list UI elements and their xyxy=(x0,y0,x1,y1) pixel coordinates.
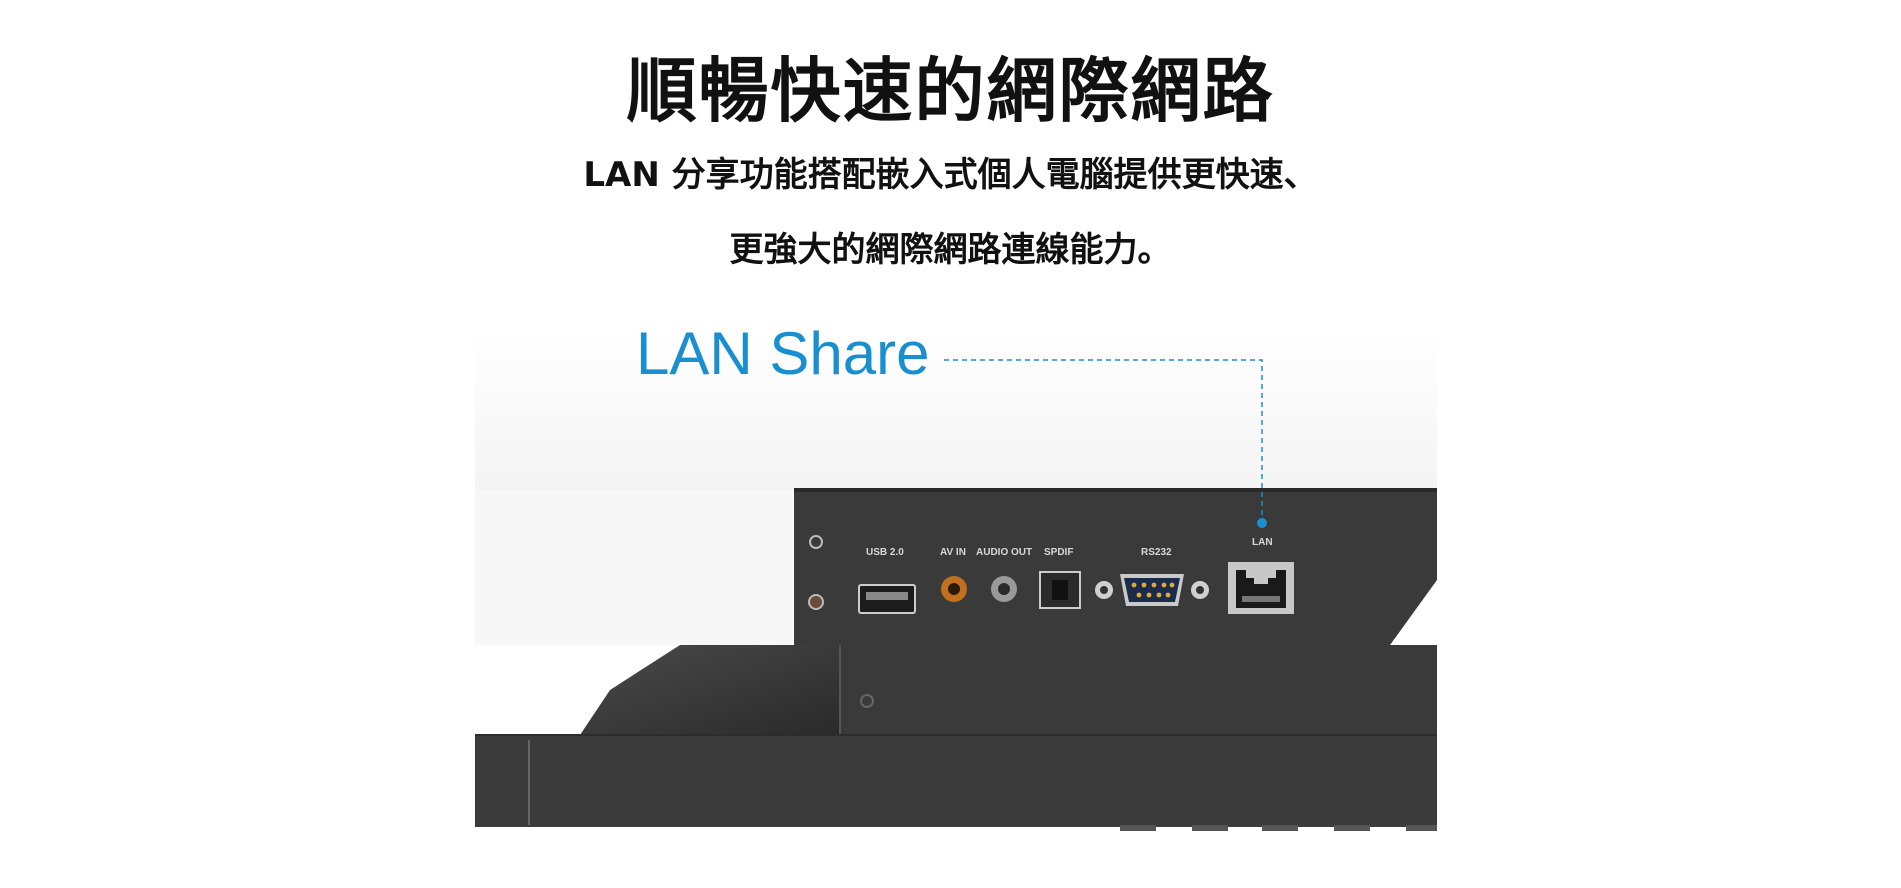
lan-label: LAN xyxy=(1252,537,1273,548)
lan-port-icon xyxy=(1228,562,1294,614)
av-in-jack-icon xyxy=(941,576,967,602)
foot xyxy=(1262,825,1298,831)
lan-share-callout: LAN Share xyxy=(636,320,930,387)
indicator-jack xyxy=(808,594,824,610)
foot xyxy=(1334,825,1370,831)
middle-block xyxy=(840,645,1437,737)
subtitle-line-2: 更強大的網際網路連線能力。 xyxy=(729,230,1172,270)
callout-connector-line xyxy=(944,359,1263,520)
spdif-label: SPDIF xyxy=(1044,547,1073,558)
front-slope xyxy=(580,645,840,735)
audio-out-jack-icon xyxy=(991,576,1017,602)
display-backdrop-left xyxy=(475,490,793,645)
audio-out-label: AUDIO OUT xyxy=(976,547,1032,558)
usb-port-icon xyxy=(858,584,916,614)
display-backdrop xyxy=(475,330,1437,490)
rs232-port-icon xyxy=(1095,574,1209,606)
screw-hole xyxy=(860,694,874,708)
base-bar xyxy=(475,735,1437,827)
port-housing-edge xyxy=(794,488,1437,492)
port-housing xyxy=(794,490,1437,645)
indicator-ring xyxy=(809,535,823,549)
rs232-label: RS232 xyxy=(1141,547,1172,558)
av-in-label: AV IN xyxy=(940,547,966,558)
foot xyxy=(1120,825,1156,831)
page-title: 順暢快速的網際網路 xyxy=(626,50,1275,132)
subtitle-line-1: LAN 分享功能搭配嵌入式個人電腦提供更快速、 xyxy=(583,155,1318,195)
usb-label: USB 2.0 xyxy=(866,547,904,558)
foot xyxy=(1192,825,1228,831)
callout-connector-dot xyxy=(1257,518,1267,528)
foot xyxy=(1406,825,1437,831)
spdif-port-icon xyxy=(1039,571,1081,609)
